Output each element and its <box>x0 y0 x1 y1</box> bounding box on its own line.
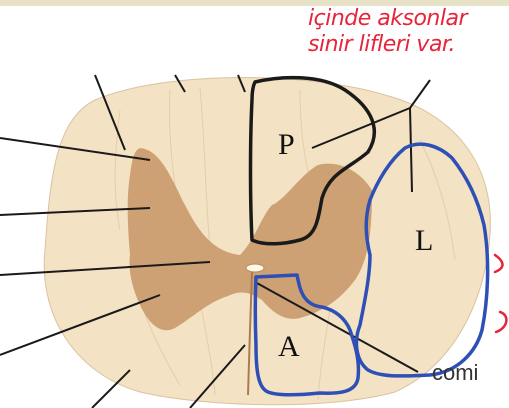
annotation-line-1: içinde aksonlar <box>308 6 509 32</box>
label-posterior: P <box>278 128 295 162</box>
red-bracket-mark <box>495 255 506 332</box>
handwritten-annotation: içinde aksonlar sinir lifleri var. <box>308 6 509 58</box>
label-anterior: A <box>278 330 300 364</box>
central-canal <box>246 264 264 272</box>
label-comi: comi <box>432 360 478 386</box>
label-lateral: L <box>415 224 433 258</box>
annotation-line-2: sinir lifleri var. <box>308 32 509 58</box>
